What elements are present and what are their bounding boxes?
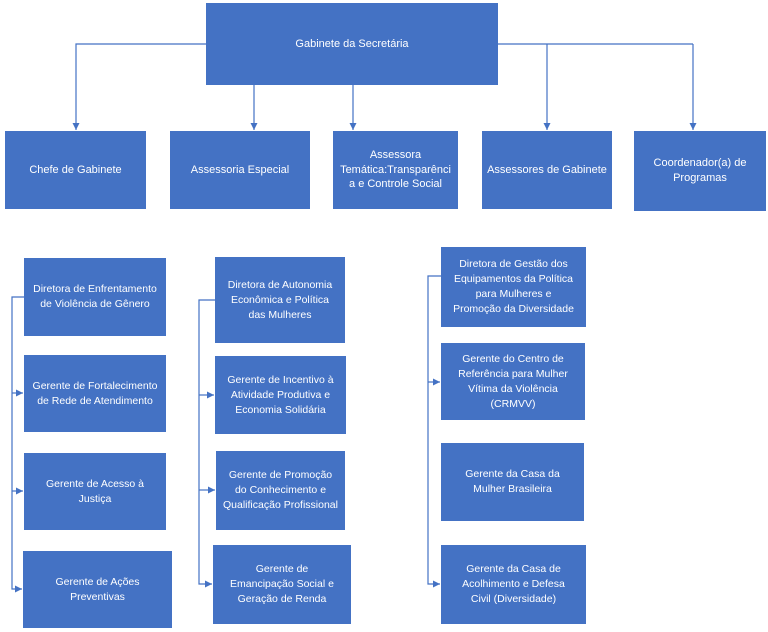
org-node-label: Gerente do Centro de Referência para Mul… <box>458 352 568 410</box>
org-node-gerente-promocao-conhecimento: Gerente de Promoção do Conhecimento e Qu… <box>216 451 345 530</box>
org-node-gabinete-da-secretaria: Gabinete da Secretária <box>206 3 498 85</box>
org-node-gerente-incentivo-atividade: Gerente de Incentivo à Atividade Produti… <box>215 356 346 434</box>
org-node-label: Gerente de Incentivo à Atividade Produti… <box>227 373 334 416</box>
org-node-gerente-emancipacao-social: Gerente de Emancipação Social e Geração … <box>213 545 351 624</box>
org-node-label: Gerente de Ações Preventivas <box>55 575 140 603</box>
org-node-label: Assessoria Especial <box>190 163 290 176</box>
org-node-label: Gerente da Casa de Acolhimento e Defesa … <box>462 563 565 605</box>
org-node-label: Diretora de Autonomia Econômica e Políti… <box>227 278 333 321</box>
connector-group2-rail <box>198 299 215 588</box>
org-node-assessoria-especial: Assessoria Especial <box>170 131 310 209</box>
org-node-gerente-crmvv: Gerente do Centro de Referência para Mul… <box>441 343 585 420</box>
org-node-gerente-casa-acolhimento: Gerente da Casa de Acolhimento e Defesa … <box>441 545 586 624</box>
org-node-gerente-acesso-justica: Gerente de Acesso à Justiça <box>24 453 166 530</box>
connector-group1-rail <box>11 296 24 593</box>
org-node-chefe-de-gabinete: Chefe de Gabinete <box>5 131 146 209</box>
org-node-diretora-gestao-equipamentos: Diretora de Gestão dos Equipamentos da P… <box>441 247 586 327</box>
org-node-label: Assessores de Gabinete <box>487 163 607 176</box>
org-node-label: Diretora de Enfrentamento de Violência d… <box>33 283 157 310</box>
org-node-label: Gerente da Casa da Mulher Brasileira <box>465 468 560 495</box>
org-node-label: Chefe de Gabinete <box>29 163 122 176</box>
org-node-assessora-tematica: Assessora Temática:Transparência e Contr… <box>333 131 458 209</box>
org-node-assessores-de-gabinete: Assessores de Gabinete <box>482 131 612 209</box>
org-node-label: Gerente de Acesso à Justiça <box>45 477 145 505</box>
org-node-label: Gabinete da Secretária <box>295 37 409 50</box>
org-node-label: Gerente de Emancipação Social e Geração … <box>230 563 334 605</box>
org-node-gerente-casa-mulher-brasileira: Gerente da Casa da Mulher Brasileira <box>441 443 584 521</box>
org-node-label: Gerente de Fortalecimento de Rede de Ate… <box>32 379 158 407</box>
connector-root-to-chefe <box>72 43 206 130</box>
org-node-coordenador-de-programas: Coordenador(a) de Programas <box>634 131 766 211</box>
org-node-diretora-autonomia-economica: Diretora de Autonomia Econômica e Políti… <box>215 257 345 343</box>
org-node-label: Diretora de Gestão dos Equipamentos da P… <box>453 258 574 315</box>
org-node-label: Gerente de Promoção do Conhecimento e Qu… <box>223 469 338 511</box>
org-node-label: Assessora Temática:Transparência e Contr… <box>340 148 451 191</box>
org-node-gerente-acoes-preventivas: Gerente de Ações Preventivas <box>23 551 172 628</box>
org-node-label: Coordenador(a) de Programas <box>653 157 747 184</box>
org-node-diretora-enfrentamento-violencia: Diretora de Enfrentamento de Violência d… <box>24 258 166 336</box>
connector-group3-rail <box>427 275 441 588</box>
org-node-gerente-fortalecimento-rede: Gerente de Fortalecimento de Rede de Ate… <box>24 355 166 432</box>
